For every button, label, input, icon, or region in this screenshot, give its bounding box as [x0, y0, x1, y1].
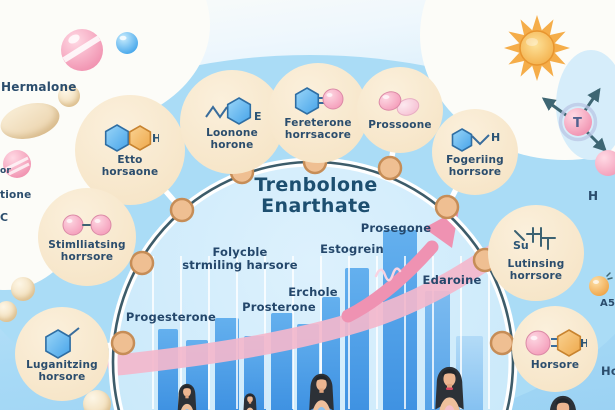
bubble-label: horrsore: [448, 166, 502, 178]
chart-label-strmiling-harsore: strmiling harsore: [182, 258, 298, 272]
hormone-bubble-prossoone: Prossoone: [357, 67, 443, 153]
edge-text-c: C: [0, 211, 9, 224]
cream-sphere-icon: [11, 277, 35, 301]
bubble-label: Prossoone: [368, 119, 432, 132]
chart-gridline: [460, 256, 462, 409]
chart-label-prosterone: Prosterone: [242, 300, 316, 314]
chart-gridline: [208, 256, 210, 409]
cream-sphere-icon: [0, 301, 17, 322]
chart-label-erchole: Erchole: [288, 285, 338, 299]
atom-label: E: [254, 110, 262, 123]
bubble-label: Fereterone: [284, 117, 352, 130]
edge-text-tione: tione: [0, 189, 32, 201]
pink-pill-icon: [3, 150, 31, 178]
arc-node: [489, 330, 515, 356]
chart-gridline: [236, 256, 238, 409]
molecule-icon-sphere-pair: [62, 214, 112, 236]
edge-text-a5: A5: [600, 298, 615, 309]
squiggle-decoration: [374, 267, 402, 282]
atom-label: H: [580, 337, 587, 350]
sun-ray: [531, 64, 543, 81]
molecule-icon-hexagon-chain: H: [451, 128, 500, 152]
trend-band: [107, 229, 526, 376]
arc-node: [377, 155, 403, 181]
chart-gridline: [376, 256, 378, 409]
chart-label-edaroine: Edaroine: [422, 273, 482, 287]
atom-label: H: [152, 132, 159, 145]
sun-icon: [504, 15, 570, 81]
chart-label-progesterone: Progesterone: [125, 310, 217, 324]
t-label: T: [573, 116, 582, 131]
cream-sphere-icon: [83, 390, 111, 410]
molecule-icon-sphere-hexagon: H: [525, 329, 587, 357]
chart-gridline: [404, 256, 406, 409]
dispersal-arrow-icon: [541, 97, 571, 120]
cream-sphere-icon: [58, 85, 80, 107]
molecule-icon-pink-blobs: [378, 91, 420, 116]
chart-bar-3: [215, 318, 239, 410]
edge-text-hermalone: Hermalone: [1, 80, 77, 94]
molecule-icon-hexagon-pair: H: [104, 124, 159, 152]
orange-sphere-icon: [589, 272, 613, 296]
edge-text-fragment: or: [0, 166, 12, 176]
arc-node: [129, 250, 155, 276]
blue-sphere-icon: [116, 32, 138, 54]
molecule-icon-hexagon-sphere: [294, 87, 344, 115]
bubble-label: Lutinsing: [507, 258, 565, 271]
pink-sphere-edge-icon: [595, 150, 615, 176]
chart-gridline: [152, 256, 154, 409]
pink-sphere-icon: [61, 29, 103, 71]
bubble-label: Stimlliatsing: [48, 239, 126, 252]
bubble-label: Luganitzing: [26, 359, 98, 372]
sun-ray: [504, 42, 521, 54]
chart-label-estogrein: Estogrein: [320, 242, 384, 256]
atom-label: H: [491, 131, 500, 144]
chart-label-folycble: Folycble: [212, 245, 268, 259]
chart-gridline: [264, 256, 266, 409]
arc-node: [110, 330, 136, 356]
molecule-icon-chain-hexagon: E: [205, 97, 262, 125]
bubble-label: horsore: [38, 371, 86, 383]
chart-label-prosegone: Prosegone: [360, 221, 432, 235]
molecule-icon-hexagon-single: [45, 327, 80, 359]
hormone-bubble-horsore: H Horsore: [512, 306, 598, 392]
chart-gridline: [432, 256, 434, 409]
edge-text-ho: Ho: [601, 364, 615, 378]
bubble-label: horsaone: [101, 166, 159, 178]
bubble-label: Loonone: [206, 127, 258, 140]
arc-node: [169, 197, 195, 223]
bubble-label: Fogeriing: [446, 154, 504, 167]
molecule-icon-skeletal: Su: [513, 227, 556, 252]
testosterone-ball-icon: T: [541, 87, 607, 152]
bubble-label: horrsacore: [284, 129, 352, 141]
title-line1: Trenbolone: [254, 174, 378, 196]
chart-gridline: [180, 256, 182, 409]
edge-text-h: H: [588, 189, 599, 203]
sun-ray: [553, 42, 570, 54]
page-title: Trenbolone Enarthate: [213, 175, 419, 216]
bubble-label: Etto: [117, 154, 143, 167]
bubble-label: Horsore: [530, 359, 580, 372]
bubble-label: horrsore: [509, 270, 563, 282]
bubble-label: horone: [210, 139, 254, 151]
bubble-label: horrsore: [60, 251, 114, 263]
arc-node: [434, 194, 460, 220]
trend-arrow-shaft: [341, 240, 439, 323]
sun-ray: [531, 15, 543, 32]
atom-label: Su: [513, 239, 529, 252]
title-line2: Enarthate: [261, 194, 371, 217]
dispersal-arrow-icon: [583, 128, 607, 152]
chart-gridline: [488, 256, 490, 409]
